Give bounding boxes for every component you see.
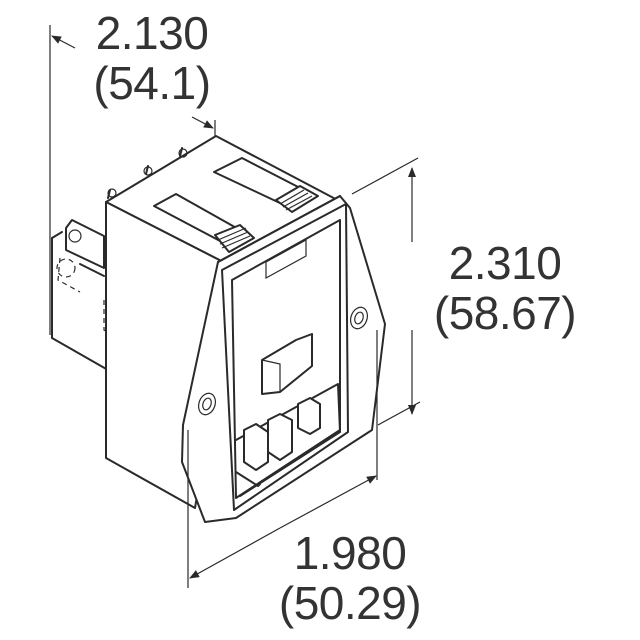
height-dimension-label: 2.310 (58.67): [410, 238, 600, 338]
fuse-drawer: [261, 333, 313, 395]
width-mm: (50.29): [278, 577, 422, 629]
iec-inlet: [235, 383, 341, 497]
height-mm: (58.67): [433, 287, 577, 339]
rocker-switches: [153, 157, 319, 253]
height-inches: 2.310: [448, 237, 562, 289]
depth-dimension-label: 2.130 (54.1): [72, 8, 232, 108]
width-dimension-lines: [187, 330, 378, 588]
width-inches: 1.980: [293, 527, 407, 579]
depth-mm: (54.1): [93, 57, 211, 109]
depth-inches: 2.130: [95, 7, 209, 59]
height-dimension-lines: [351, 157, 421, 426]
width-dimension-label: 1.980 (50.29): [255, 528, 445, 628]
